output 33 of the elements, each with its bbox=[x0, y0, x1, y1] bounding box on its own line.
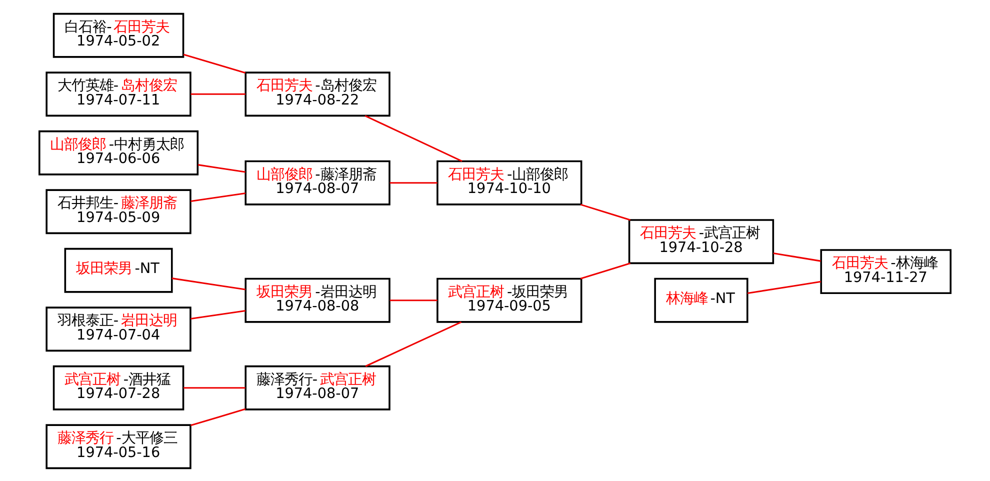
connector bbox=[365, 320, 462, 366]
connector bbox=[198, 164, 246, 172]
node-box: 大竹英雄-岛村俊宏 1974-07-11 bbox=[46, 71, 192, 116]
connector bbox=[184, 386, 246, 388]
connector bbox=[747, 280, 821, 294]
connector bbox=[190, 92, 246, 94]
connector bbox=[580, 262, 631, 279]
node-box: 石田芳夫-岛村俊宏 1974-08-22 bbox=[244, 71, 390, 116]
node-box: 石井邦生-藤泽朋斋 1974-05-09 bbox=[46, 188, 192, 234]
node-box: 林海峰-NT bbox=[654, 277, 748, 322]
connector bbox=[190, 309, 246, 320]
node-box: 藤泽秀行-大平修三 1974-05-16 bbox=[46, 424, 192, 469]
node-box: 羽根泰正-岩田达明 1974-07-04 bbox=[46, 306, 192, 352]
connector bbox=[390, 299, 438, 301]
connector bbox=[190, 192, 246, 202]
node-box: 山部俊郎-藤泽朋斋 1974-08-07 bbox=[244, 160, 390, 205]
connector bbox=[580, 203, 631, 220]
node-box: 坂田荣男-岩田达明 1974-08-08 bbox=[244, 277, 390, 322]
node-box: 藤泽秀行-武宫正树 1974-08-07 bbox=[244, 364, 390, 410]
node-box: 石田芳夫-林海峰 1974-11-27 bbox=[820, 248, 952, 294]
node-box: 石田芳夫-武宫正树 1974-10-28 bbox=[628, 218, 774, 264]
node-box: 武宫正树-酒井猛 1974-07-28 bbox=[52, 364, 184, 410]
connector bbox=[172, 277, 246, 290]
connector bbox=[773, 252, 821, 262]
node-box: 坂田荣男-NT bbox=[64, 247, 173, 292]
node-box: 山部俊郎-中村勇太郎 1974-06-06 bbox=[38, 130, 199, 175]
node-box: 武宫正树-坂田荣男 1974-09-05 bbox=[436, 277, 582, 322]
node-box: 白石裕-石田芳夫 1974-05-02 bbox=[52, 12, 184, 58]
connector bbox=[390, 182, 438, 184]
node-box: 石田芳夫-山部俊郎 1974-10-10 bbox=[436, 160, 582, 205]
connector bbox=[183, 53, 246, 74]
connector bbox=[364, 114, 462, 162]
connector bbox=[190, 408, 246, 426]
